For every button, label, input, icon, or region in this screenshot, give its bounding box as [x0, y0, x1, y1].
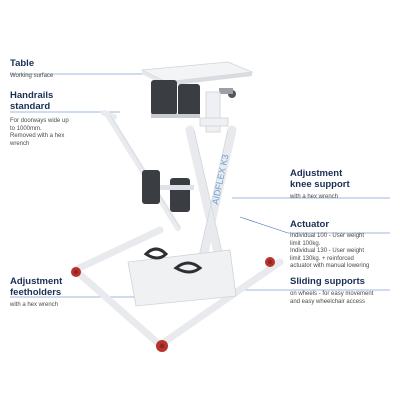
label-knee-desc: with a hex wrench — [290, 194, 339, 200]
label-knee-title-1: Adjustment — [290, 168, 343, 179]
label-handrails-title-2: standard — [10, 101, 51, 112]
label-knee-title-2: knee support — [290, 179, 350, 190]
label-knee: Adjustment knee support with a hex wrenc… — [290, 168, 350, 202]
label-feetholders-desc: with a hex wrench — [10, 302, 59, 308]
leader-line-actuator — [239, 216, 289, 234]
label-actuator-desc-5: actuator with manual lowering — [290, 263, 370, 269]
label-handrails-desc-3: Removed with a hex — [10, 133, 65, 139]
label-actuator: Actuator Individual 100 - User weight li… — [290, 219, 369, 271]
label-feetholders: Adjustment feetholders with a hex wrench — [10, 276, 62, 310]
label-handrails: Handrails standard For doorways wide up … — [10, 90, 69, 148]
label-actuator-desc-4: limit 130kg. + reinforced — [290, 255, 354, 262]
handrail — [101, 110, 181, 231]
main-frame — [185, 125, 237, 275]
foot-plate — [127, 249, 237, 307]
knee-supports — [142, 170, 194, 212]
label-actuator-title: Actuator — [290, 219, 330, 230]
label-sliding-desc-1: on wheels - for easy movement — [290, 291, 374, 297]
backrest-pads — [151, 80, 200, 118]
column — [199, 91, 229, 133]
label-sliding: Sliding supports on wheels - for easy mo… — [290, 276, 373, 306]
base-frame — [71, 226, 284, 349]
label-actuator-desc-1: Individual 100 - User weight — [290, 233, 365, 239]
label-handrails-desc-2: to 1000mm. — [10, 125, 42, 132]
brand-label: AIDFLEX K3 — [210, 153, 230, 205]
label-sliding-title: Sliding supports — [290, 276, 365, 287]
label-sliding-desc-2: and easy wheelchair access — [290, 298, 366, 305]
label-feetholders-title-1: Adjustment — [10, 276, 63, 287]
label-actuator-desc-3: Individual 130 - User weight — [290, 248, 365, 254]
label-feetholders-title-2: feetholders — [10, 287, 62, 298]
feet-holders — [143, 247, 203, 274]
label-actuator-desc-2: limit 100kg. — [290, 240, 321, 247]
label-table-desc: Working surface — [10, 73, 54, 79]
label-table-title: Table — [10, 58, 35, 69]
label-table: Table Working surface — [10, 58, 53, 81]
label-handrails-desc-4: wrench — [10, 140, 30, 147]
label-handrails-title-1: Handrails — [10, 90, 54, 101]
label-handrails-desc-1: For doorways wide up — [10, 118, 69, 124]
